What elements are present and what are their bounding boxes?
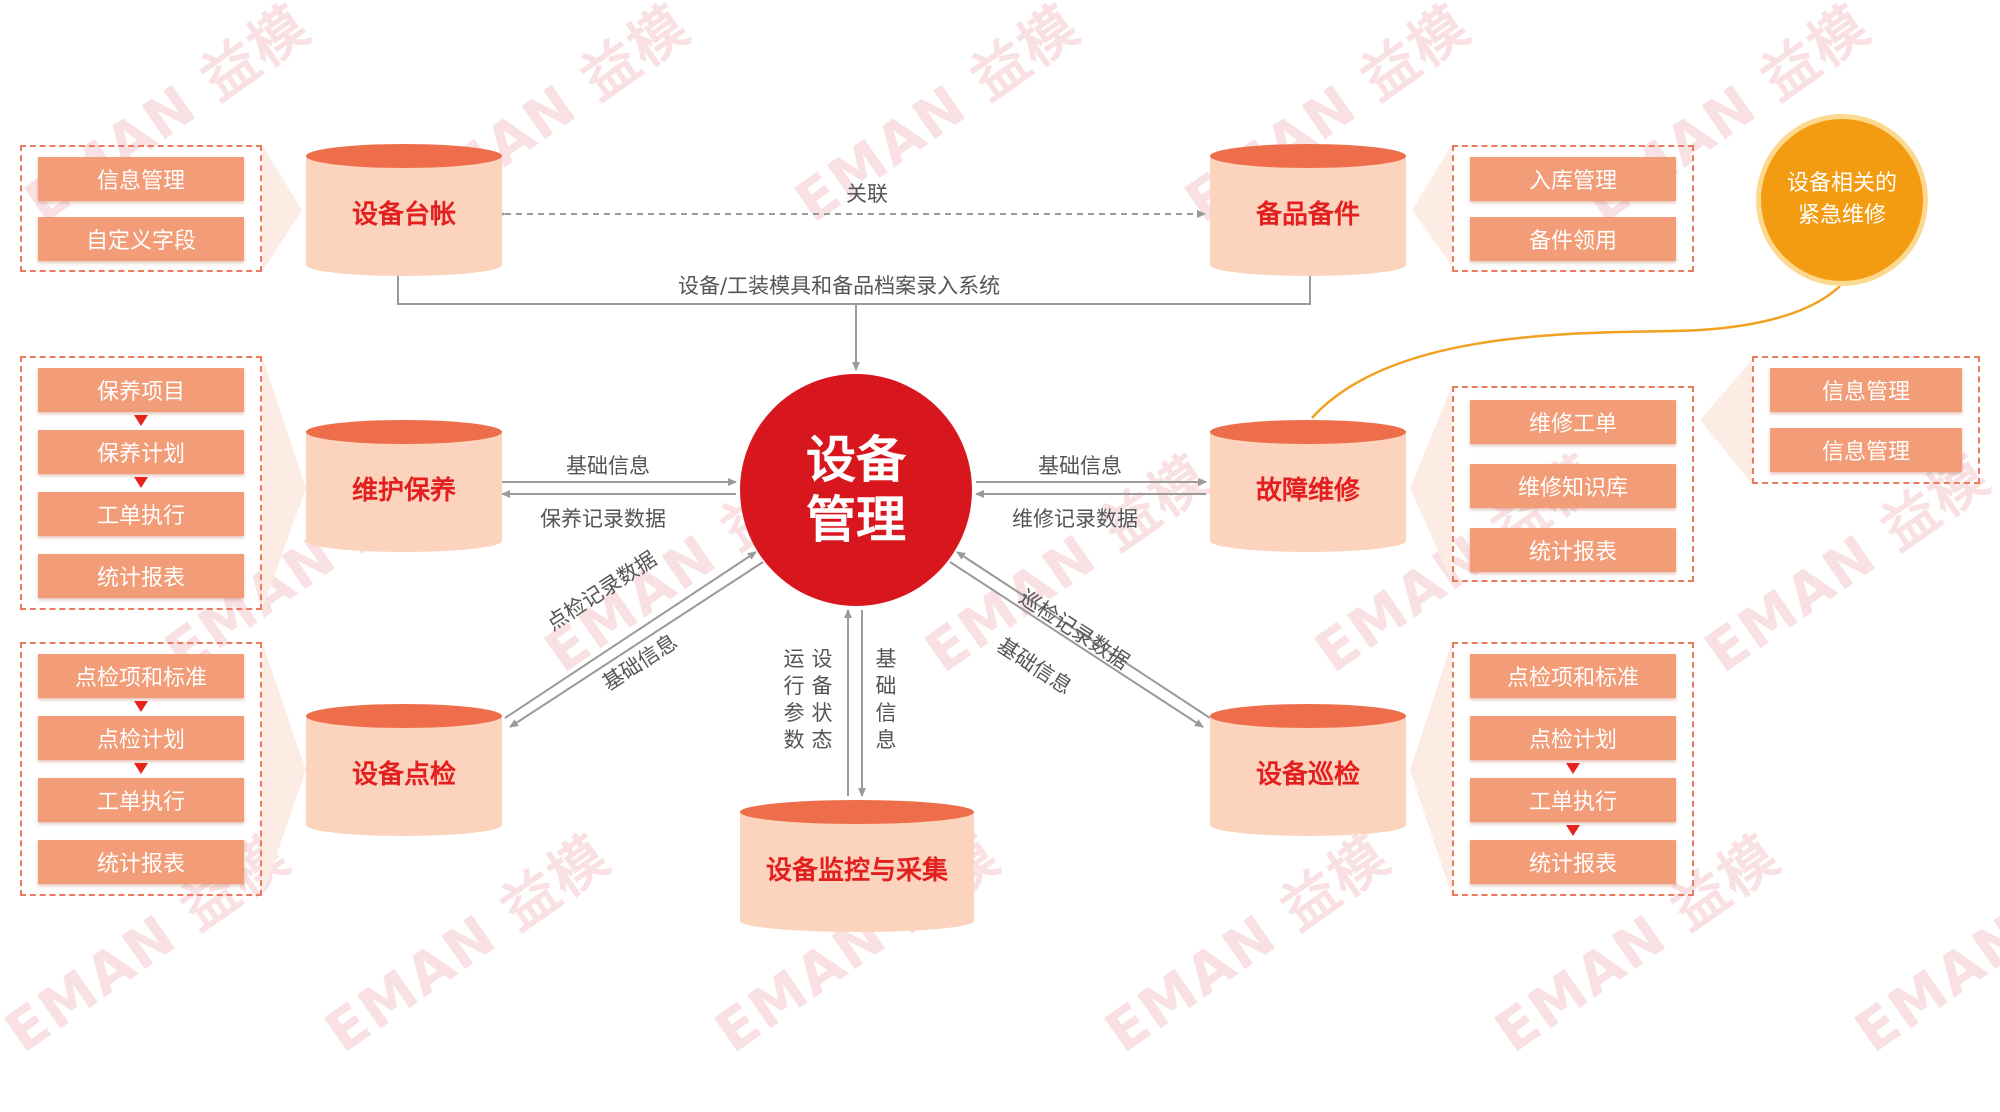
label-archive: 设备/工装模具和备品档案录入系统 bbox=[678, 274, 1001, 298]
center-equipment-management[interactable]: 设备 管理 bbox=[740, 374, 972, 606]
archive-connector bbox=[397, 272, 1311, 305]
label-repair-basic: 基础信息 bbox=[1038, 454, 1122, 478]
node-ledger[interactable]: 设备台帐 bbox=[306, 144, 502, 276]
node-patrol[interactable]: 设备巡检 bbox=[1210, 704, 1406, 836]
panel-item[interactable]: 自定义字段 bbox=[38, 217, 244, 261]
label-association: 关联 bbox=[846, 182, 888, 206]
insp-basic-arrow bbox=[509, 561, 764, 728]
label-repair-record: 维修记录数据 bbox=[1012, 507, 1138, 531]
panel-item[interactable]: 信息管理 bbox=[1770, 428, 1962, 472]
panel-item[interactable]: 点检计划 bbox=[38, 716, 244, 760]
panel-item[interactable]: 统计报表 bbox=[38, 554, 244, 598]
node-maintenance[interactable]: 维护保养 bbox=[306, 420, 502, 552]
panel-maintenance: 保养项目 保养计划 工单执行 统计报表 bbox=[20, 356, 262, 610]
node-spare[interactable]: 备品备件 bbox=[1210, 144, 1406, 276]
panel-item[interactable]: 工单执行 bbox=[38, 492, 244, 536]
arrow-down-icon bbox=[1566, 763, 1580, 774]
emergency-line2: 紧急维修 bbox=[1797, 203, 1886, 228]
panel-patrol: 点检项和标准 点检计划 工单执行 统计报表 bbox=[1452, 642, 1694, 896]
node-repair[interactable]: 故障维修 bbox=[1210, 420, 1406, 552]
patrol-basic-arrow bbox=[949, 561, 1204, 728]
panel-item[interactable]: 备件领用 bbox=[1470, 217, 1676, 261]
label-monitor-params: 运行 参数 bbox=[783, 647, 805, 752]
node-label: 设备台帐 bbox=[351, 199, 456, 230]
panel-item[interactable]: 入库管理 bbox=[1470, 157, 1676, 201]
panel-item[interactable]: 保养项目 bbox=[38, 368, 244, 412]
arrow-down-icon bbox=[134, 701, 148, 712]
label-maint-record: 保养记录数据 bbox=[540, 507, 666, 531]
arrow-down-icon bbox=[134, 415, 148, 426]
panel-item[interactable]: 维修知识库 bbox=[1470, 464, 1676, 508]
node-label: 设备监控与采集 bbox=[765, 855, 948, 886]
panel-item[interactable]: 工单执行 bbox=[38, 778, 244, 822]
panel-ledger: 信息管理 自定义字段 bbox=[20, 145, 262, 272]
panel-item[interactable]: 点检项和标准 bbox=[1470, 654, 1676, 698]
panel-item[interactable]: 统计报表 bbox=[38, 840, 244, 884]
node-label: 设备点检 bbox=[351, 759, 456, 790]
panel-item[interactable]: 信息管理 bbox=[1770, 368, 1962, 412]
center-title-line2: 管理 bbox=[806, 491, 906, 549]
label-maint-basic: 基础信息 bbox=[566, 454, 650, 478]
node-label: 设备巡检 bbox=[1255, 759, 1360, 790]
panel-item[interactable]: 信息管理 bbox=[38, 157, 244, 201]
panel-item[interactable]: 统计报表 bbox=[1470, 840, 1676, 884]
panel-inspection: 点检项和标准 点检计划 工单执行 统计报表 bbox=[20, 642, 262, 896]
node-inspection[interactable]: 设备点检 bbox=[306, 704, 502, 836]
center-title-line1: 设备 bbox=[806, 431, 906, 489]
label-monitor-basic: 基础 信息 bbox=[875, 647, 897, 752]
node-monitor[interactable]: 设备监控与采集 bbox=[740, 800, 974, 932]
insp-record-arrow bbox=[504, 551, 757, 719]
panel-item[interactable]: 工单执行 bbox=[1470, 778, 1676, 822]
node-label: 故障维修 bbox=[1255, 475, 1360, 506]
node-label: 维护保养 bbox=[351, 475, 456, 506]
emergency-line1: 设备相关的 bbox=[1786, 171, 1897, 196]
panel-spare: 入库管理 备件领用 bbox=[1452, 145, 1694, 272]
node-label: 备品备件 bbox=[1255, 199, 1360, 230]
emergency-repair-circle[interactable]: 设备相关的 紧急维修 bbox=[1756, 114, 1928, 286]
patrol-record-arrow bbox=[956, 551, 1211, 719]
panel-item[interactable]: 点检计划 bbox=[1470, 716, 1676, 760]
panel-item[interactable]: 保养计划 bbox=[38, 430, 244, 474]
arrow-down-icon bbox=[1566, 825, 1580, 836]
panel-item[interactable]: 点检项和标准 bbox=[38, 654, 244, 698]
panel-repair: 维修工单 维修知识库 统计报表 bbox=[1452, 386, 1694, 582]
emergency-curve bbox=[1311, 285, 1841, 419]
label-monitor-state: 设备 状态 bbox=[811, 647, 833, 752]
arrow-down-icon bbox=[134, 477, 148, 488]
panel-item[interactable]: 统计报表 bbox=[1470, 528, 1676, 572]
panel-emergency: 信息管理 信息管理 bbox=[1752, 356, 1980, 484]
panel-item[interactable]: 维修工单 bbox=[1470, 400, 1676, 444]
arrow-down-icon bbox=[134, 763, 148, 774]
